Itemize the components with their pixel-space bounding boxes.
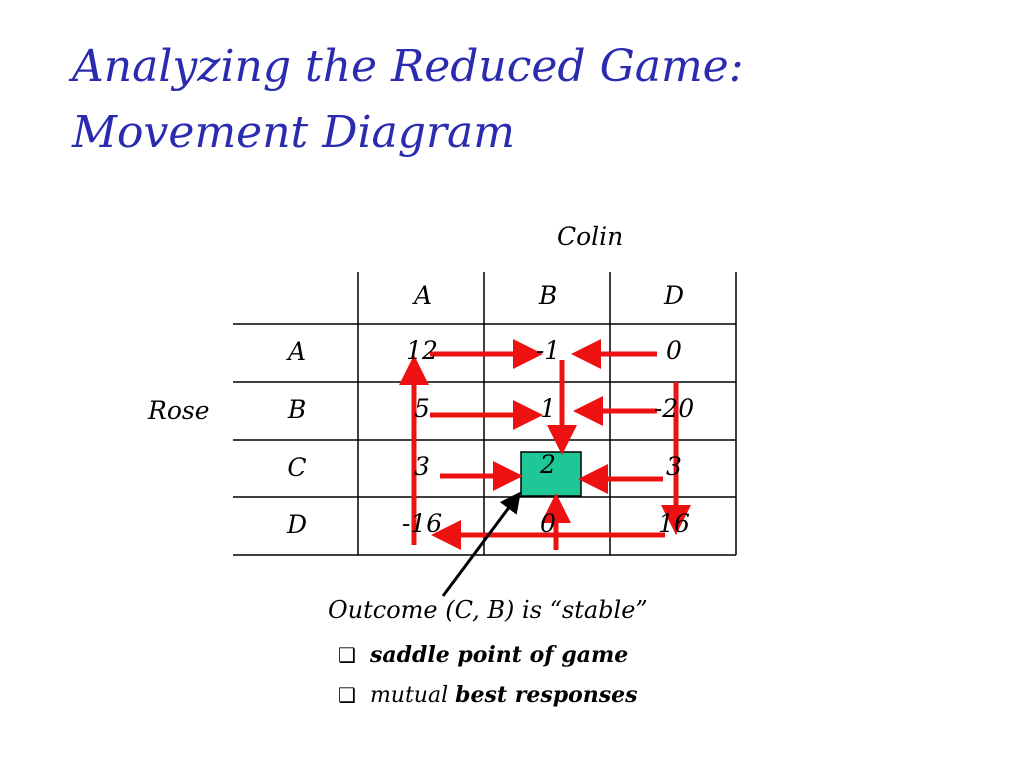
payoff-cell-d-b: 0 <box>540 509 556 538</box>
bullet-bold-text: best responses <box>455 682 638 708</box>
payoff-cell-a-a: 12 <box>406 336 438 365</box>
payoff-cell-d-a: -16 <box>401 509 443 538</box>
hollow-bullet-icon: ❑ <box>338 683 356 707</box>
column-header-a: A <box>413 281 433 310</box>
payoff-cell-b-d: -20 <box>653 394 695 423</box>
payoff-cell-a-b: -1 <box>535 336 561 365</box>
row-header-c: C <box>287 453 307 482</box>
row-header-b: B <box>287 395 307 424</box>
payoff-cell-b-b: 1 <box>540 394 556 423</box>
payoff-cell-c-d: 3 <box>666 452 682 481</box>
row-header-d: D <box>286 510 308 539</box>
outcome-pointer-arrow <box>441 491 521 597</box>
payoff-cell-b-a: 5 <box>414 394 430 423</box>
column-player-label: Colin <box>557 222 624 251</box>
payoff-cell-a-d: 0 <box>666 336 682 365</box>
payoff-cell-c-a: 3 <box>414 452 430 481</box>
outcome-statement: Outcome (C, B) is “stable” <box>328 596 648 624</box>
bullet-saddle-point: ❑ saddle point of game <box>338 642 628 668</box>
column-header-b: B <box>538 281 558 310</box>
bullet-bold-text: saddle point of game <box>369 642 629 668</box>
slide-title: Analyzing the Reduced Game: Movement Dia… <box>72 41 744 158</box>
payoff-cell-c-b: 2 <box>540 450 556 479</box>
row-header-a: A <box>287 337 307 366</box>
hollow-bullet-icon: ❑ <box>338 643 356 667</box>
movement-arrows <box>399 339 691 550</box>
row-player-label: Rose <box>148 396 210 425</box>
bullet-best-responses: ❑ mutual best responses <box>338 682 638 708</box>
bullet-plain-text: mutual <box>369 683 449 708</box>
column-header-d: D <box>663 281 685 310</box>
payoff-cell-d-d: 16 <box>658 509 690 538</box>
